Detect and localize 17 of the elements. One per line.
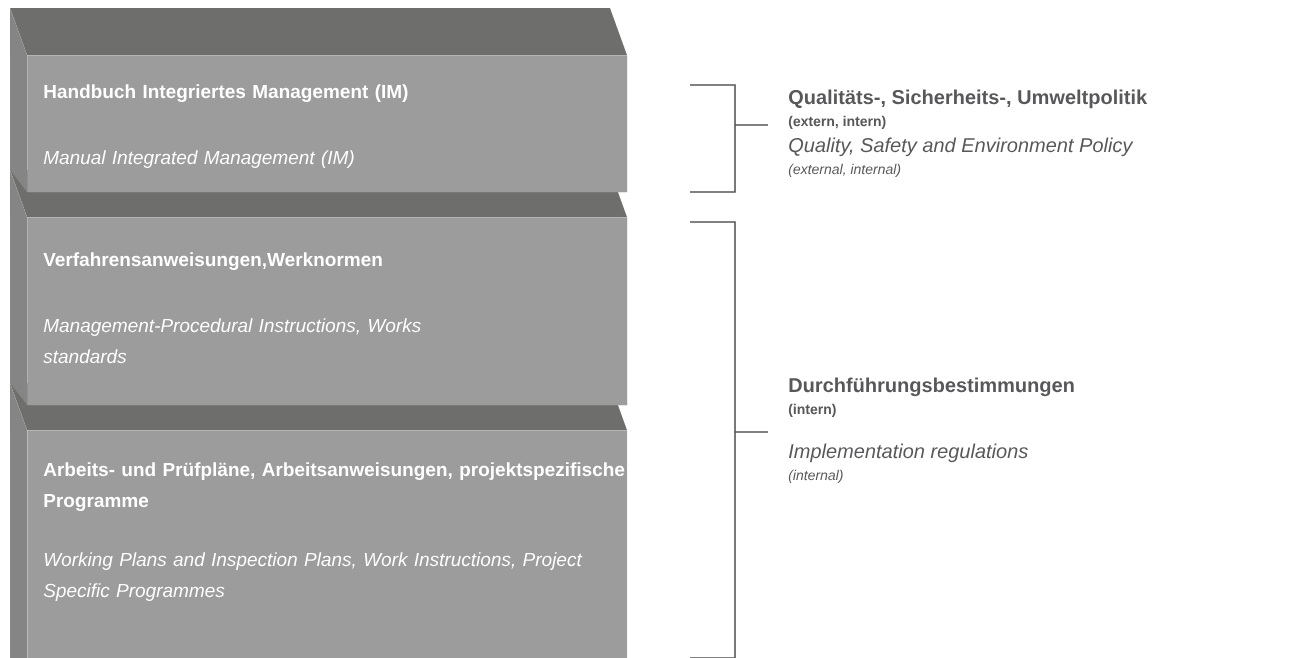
block [10, 170, 628, 406]
block-subtitle: Manual Integrated Management (IM) [43, 150, 354, 168]
block-heading: Arbeits- und Prüfpläne, Arbeitsanweisungen, projektspezifische Programme [43, 462, 625, 511]
block-subtitle: Working Plans and Inspection Plans, Work Instructions, Project Specific Programmes [43, 552, 583, 601]
side-label: (external, internal) [788, 163, 901, 177]
side-label: (extern, intern) [788, 115, 886, 129]
side-label: (internal) [788, 469, 843, 483]
block [10, 8, 628, 193]
side-label: Durchführungsbestimmungen [789, 377, 1074, 397]
side-label: Implementation regulations [789, 443, 1028, 463]
side-label: Qualitäts-, Sicherheits-, Umweltpolitik [789, 89, 1148, 109]
side-label: (intern) [788, 403, 836, 417]
block-heading: Handbuch Integriertes Management (IM) [44, 84, 408, 102]
block-heading: Verfahrensanweisungen,Werknormen [43, 252, 382, 270]
side-label: Quality, Safety and Environment Policy [789, 137, 1134, 157]
block [10, 383, 628, 658]
block-subtitle: Management-Procedural Instructions, Works standards [43, 318, 421, 364]
